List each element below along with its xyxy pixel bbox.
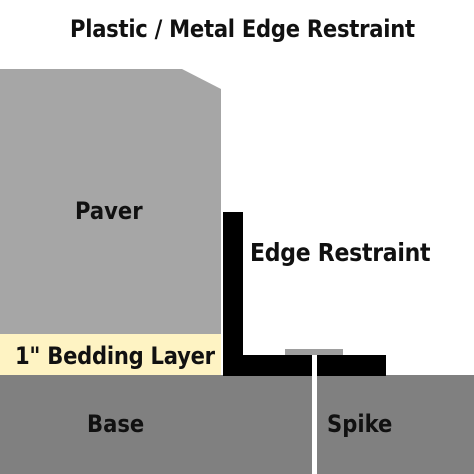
spike-label: Spike: [327, 410, 393, 438]
spike-shaft: [312, 355, 317, 474]
paver-block: [0, 69, 221, 334]
diagram-title: Plastic / Metal Edge Restraint: [70, 15, 415, 43]
base-layer: [0, 375, 474, 474]
base-label: Base: [87, 410, 145, 438]
paver-label: Paver: [75, 197, 143, 225]
spike-head: [285, 349, 343, 355]
edge-restraint-flange: [223, 355, 386, 376]
bedding-layer: [0, 334, 221, 375]
bedding-layer-label: 1" Bedding Layer: [15, 342, 215, 370]
edge-restraint-label: Edge Restraint: [250, 238, 431, 267]
edge-restraint-vertical: [223, 212, 243, 376]
